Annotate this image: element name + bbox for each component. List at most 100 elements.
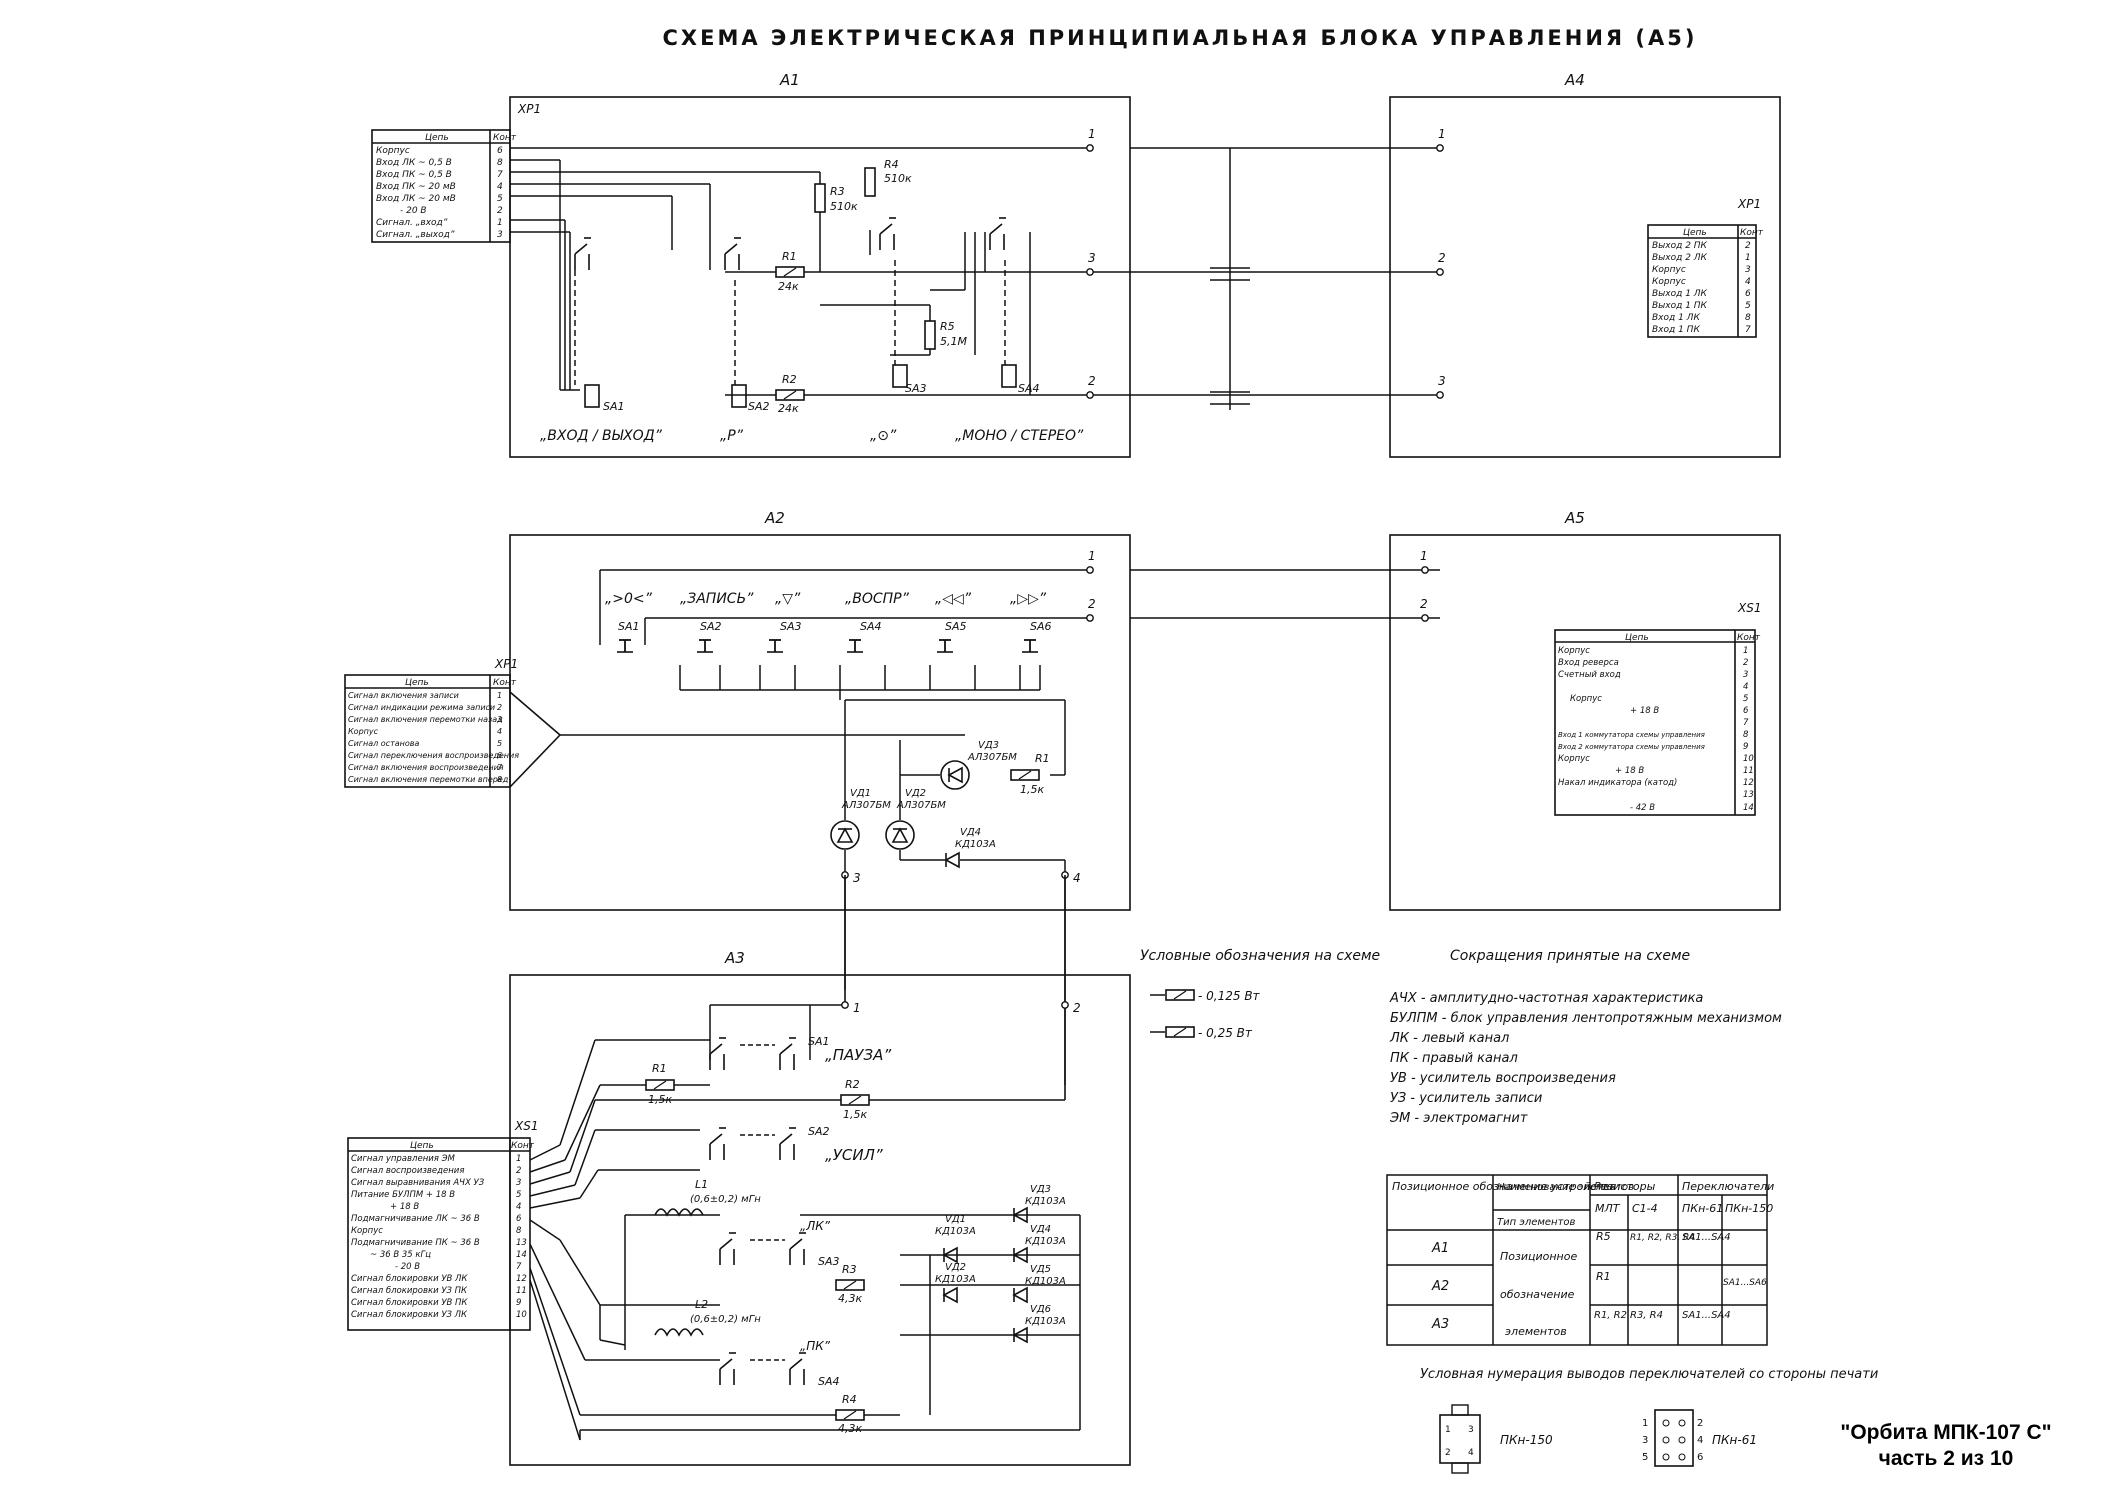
svg-text:SA1: SA1 [618, 620, 640, 633]
stamp-part: часть 2 из 10 [1878, 1447, 2014, 1470]
svg-text:2: 2 [497, 206, 503, 216]
a3-inductor-l2: L2 (0,6±0,2) мГн [654, 1298, 761, 1337]
svg-text:SA3: SA3 [780, 620, 802, 633]
svg-text:Позиционное: Позиционное [1500, 1250, 1577, 1263]
svg-text:АЛ307БМ: АЛ307БМ [841, 800, 891, 811]
label-input-output: „ВХОД / ВЫХОД” [540, 428, 663, 444]
svg-text:АЛ307БМ: АЛ307БМ [967, 752, 1017, 763]
svg-text:6: 6 [497, 146, 503, 156]
svg-text:8: 8 [497, 158, 503, 168]
svg-text:2: 2 [516, 1166, 521, 1176]
svg-text:- 0,25 Вт: - 0,25 Вт [1198, 1026, 1253, 1040]
legend-resistor-025: - 0,25 Вт [1150, 1026, 1253, 1040]
svg-text:Конт: Конт [1737, 633, 1761, 643]
svg-text:R3, R4: R3, R4 [1630, 1310, 1663, 1321]
svg-text:1: 1 [497, 218, 503, 228]
a4-connector-label: XP1 [1737, 197, 1761, 211]
table-row: Корпус [376, 146, 410, 156]
svg-text:SA2: SA2 [808, 1125, 830, 1138]
svg-text:6: 6 [1697, 1452, 1703, 1463]
svg-text:8: 8 [1745, 313, 1751, 323]
label-pause: „ПАУЗА” [825, 1046, 891, 1064]
a5-table-head: Цепь Конт [1625, 633, 1761, 643]
svg-text:5,1М: 5,1М [940, 335, 967, 348]
svg-text:5: 5 [516, 1190, 521, 1200]
table-row: Вход реверса [1558, 658, 1619, 668]
a2-table-rows: Сигнал включения записи 1 Сигнал индикаци… [348, 691, 519, 784]
a2-led-vd3: VД3 АЛ307БМ [940, 740, 1017, 790]
label-pk: „ПК” [800, 1339, 831, 1353]
list-item: АЧХ - амплитудно-частотная характеристик… [1389, 991, 1703, 1006]
svg-text:1: 1 [497, 691, 502, 700]
svg-text:6: 6 [497, 751, 502, 760]
table-row: Сигнал включения записи [348, 691, 459, 700]
table-row: Сигнал индикации режима записи [348, 703, 495, 712]
table-row: Сигнал включения воспроизведения [348, 763, 504, 772]
svg-text:3: 3 [1745, 265, 1751, 275]
svg-text:1: 1 [516, 1154, 521, 1164]
list-item: БУЛПМ - блок управления лентопротяжным м… [1390, 1011, 1782, 1026]
a3-inductor-l1: L1 (0,6±0,2) мГн [654, 1178, 761, 1217]
table-row: Сигнал. „вход” [376, 218, 448, 228]
table-row: Сигнал блокировки УЗ ЛК [351, 1310, 468, 1320]
svg-text:7: 7 [497, 763, 503, 772]
svg-text:6: 6 [1745, 289, 1751, 299]
svg-text:SA1...SA6: SA1...SA6 [1723, 1278, 1767, 1288]
svg-text:3: 3 [1743, 670, 1748, 680]
diode-vd6-label: VД6 [1030, 1304, 1051, 1315]
svg-text:SA4: SA4 [860, 620, 882, 633]
svg-text:1,5к: 1,5к [1020, 783, 1044, 796]
svg-text:КД103А: КД103А [1025, 1276, 1066, 1287]
table-row: - 20 В [395, 1262, 420, 1272]
svg-text:7: 7 [497, 170, 503, 180]
svg-text:R1: R1 [1035, 752, 1050, 765]
svg-text:1: 1 [1088, 127, 1096, 141]
a1-resistor-r4: R4 510к [864, 158, 912, 197]
label-play: „ВОСПР” [845, 591, 910, 607]
svg-text:АЛ307БМ: АЛ307БМ [896, 800, 946, 811]
table-row: Подмагничивание ПК ~ 36 В [351, 1238, 480, 1248]
svg-text:SA1: SA1 [808, 1035, 830, 1048]
ptable-h1: Позиционное обозначение устройства [1392, 1180, 1616, 1193]
label-mono-stereo: „МОНО / СТЕРЕО” [955, 428, 1084, 444]
svg-text:10: 10 [516, 1310, 527, 1320]
table-row: + 18 В [1615, 766, 1644, 776]
diode-vd5-label: VД5 [1030, 1264, 1051, 1275]
table-row: Сигнал управления ЭМ [351, 1154, 456, 1164]
svg-text:4: 4 [1697, 1435, 1703, 1446]
list-item: ЭМ - электромагнит [1389, 1111, 1528, 1126]
table-row: Сигнал. „выход” [376, 230, 455, 240]
svg-text:4: 4 [1468, 1448, 1474, 1458]
svg-text:3: 3 [1088, 251, 1096, 265]
svg-text:1: 1 [853, 1001, 861, 1015]
label-amplify: „УСИЛ” [825, 1146, 883, 1164]
a2-led-vd2: VД2 АЛ307БМ [885, 788, 946, 850]
svg-text:24к: 24к [778, 402, 799, 415]
label-circle: „⊙” [870, 428, 897, 444]
abbr-list: АЧХ - амплитудно-частотная характеристик… [1389, 991, 1782, 1126]
numbering-title: Условная нумерация выводов переключателе… [1420, 1367, 1878, 1382]
svg-text:SA3: SA3 [818, 1255, 840, 1268]
table-row: Выход 2 ПК [1652, 241, 1708, 251]
a2-diode-vd4: VД4 КД103А [945, 827, 996, 868]
svg-text:2: 2 [1438, 251, 1446, 265]
a2-connector-label: XP1 [494, 657, 518, 671]
pkn150-label: ПКн-150 [1500, 1433, 1553, 1447]
label-lk: „ЛК” [800, 1219, 831, 1233]
ptable-h2b: Тип элементов [1497, 1217, 1576, 1228]
a3-terminals: 1 2 [841, 1001, 1081, 1015]
svg-text:2: 2 [1445, 1448, 1451, 1458]
svg-text:1,5к: 1,5к [843, 1108, 867, 1121]
svg-text:Конт: Конт [493, 678, 517, 688]
svg-text:КД103А: КД103А [935, 1226, 976, 1237]
diode-vd1-label: VД1 [945, 1214, 966, 1225]
label-stop: „>0<” [605, 591, 653, 607]
svg-text:2: 2 [1088, 597, 1096, 611]
svg-text:3: 3 [497, 230, 503, 240]
svg-text:R3: R3 [830, 185, 845, 198]
svg-text:5: 5 [497, 194, 503, 204]
svg-text:6: 6 [1743, 706, 1749, 716]
a5-connector-label: XS1 [1737, 601, 1761, 615]
svg-text:7: 7 [1743, 718, 1749, 728]
svg-text:R2: R2 [845, 1078, 860, 1091]
